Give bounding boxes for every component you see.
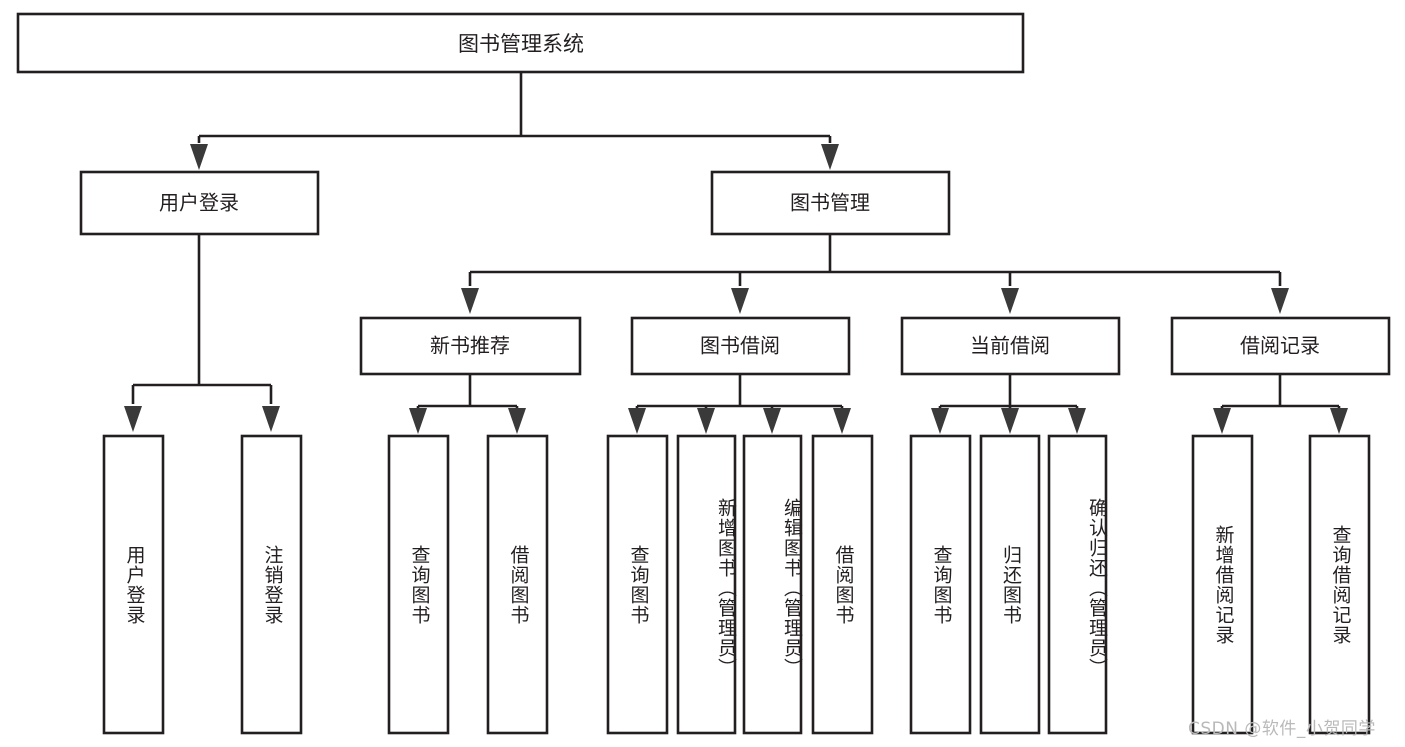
node-leaf-query-book-2-box[interactable] — [606, 434, 669, 735]
node-book-manage-label: 图书管理 — [790, 191, 870, 215]
connector-layer — [124, 72, 1348, 434]
node-new-book-recommend-box[interactable] — [359, 316, 582, 376]
node-root[interactable]: 图书管理系统 — [16, 12, 1025, 74]
node-leaf-user-login-box[interactable] — [102, 434, 165, 735]
node-leaf-add-book-box[interactable] — [676, 434, 737, 735]
node-book-borrow[interactable]: 图书借阅 — [630, 316, 851, 376]
arrow-to-book-manage — [821, 144, 839, 170]
node-root-box[interactable] — [16, 12, 1025, 74]
node-leaf-query-book-1-box[interactable] — [387, 434, 450, 735]
arrow-to-current-borrow — [1001, 288, 1019, 314]
node-leaf-query-book-3-box[interactable] — [909, 434, 972, 735]
node-new-book-recommend-label: 新书推荐 — [430, 334, 510, 358]
arrow-to-leaf-add-record — [1213, 408, 1231, 434]
arrow-to-user-login — [190, 144, 208, 170]
node-book-borrow-box[interactable] — [630, 316, 851, 376]
node-leaf-return-book-box[interactable] — [979, 434, 1041, 735]
arrow-to-new-book-recommend — [461, 288, 479, 314]
node-book-borrow-label: 图书借阅 — [700, 334, 780, 358]
node-book-manage-box[interactable] — [710, 170, 951, 236]
arrow-to-leaf-borrow-book-2 — [833, 408, 851, 434]
node-layer: 图书管理系统 用户登录 图书管理 新书推荐 图书借阅 当前 — [16, 12, 1391, 735]
node-book-manage[interactable]: 图书管理 — [710, 170, 951, 236]
node-new-book-recommend[interactable]: 新书推荐 — [359, 316, 582, 376]
arrow-to-leaf-confirm-return — [1068, 408, 1086, 434]
node-user-login[interactable]: 用户登录 — [79, 170, 320, 236]
node-leaf-borrow-book-2-box[interactable] — [811, 434, 874, 735]
arrow-to-leaf-query-book-2 — [628, 408, 646, 434]
node-borrow-record-label: 借阅记录 — [1240, 334, 1320, 358]
csdn-watermark: CSDN @软件_小贺同学 — [1188, 719, 1376, 739]
arrow-to-leaf-logout — [262, 406, 280, 432]
arrow-to-leaf-edit-book — [763, 408, 781, 434]
arrow-to-book-borrow — [731, 288, 749, 314]
node-leaf-add-record-box[interactable] — [1191, 434, 1254, 735]
arrow-to-leaf-user-login — [124, 406, 142, 432]
node-current-borrow-label: 当前借阅 — [970, 334, 1050, 358]
node-current-borrow[interactable]: 当前借阅 — [900, 316, 1121, 376]
node-leaf-logout-box[interactable] — [240, 434, 303, 735]
arrow-to-leaf-query-record — [1330, 408, 1348, 434]
arrow-to-leaf-return-book — [1001, 408, 1019, 434]
node-borrow-record-box[interactable] — [1170, 316, 1391, 376]
node-leaf-confirm-return-box[interactable] — [1047, 434, 1108, 735]
arrow-to-leaf-query-book-3 — [931, 408, 949, 434]
node-borrow-record[interactable]: 借阅记录 — [1170, 316, 1391, 376]
arrow-to-leaf-borrow-book-1 — [508, 408, 526, 434]
arrow-to-leaf-add-book — [697, 408, 715, 434]
node-leaf-borrow-book-1-box[interactable] — [486, 434, 549, 735]
node-user-login-box[interactable] — [79, 170, 320, 236]
arrow-to-borrow-record — [1271, 288, 1289, 314]
node-leaf-edit-book-box[interactable] — [742, 434, 803, 735]
arrow-to-leaf-query-book-1 — [409, 408, 427, 434]
node-current-borrow-box[interactable] — [900, 316, 1121, 376]
node-leaf-query-record-box[interactable] — [1308, 434, 1371, 735]
node-root-label: 图书管理系统 — [458, 32, 584, 56]
node-user-login-label: 用户登录 — [159, 191, 239, 215]
